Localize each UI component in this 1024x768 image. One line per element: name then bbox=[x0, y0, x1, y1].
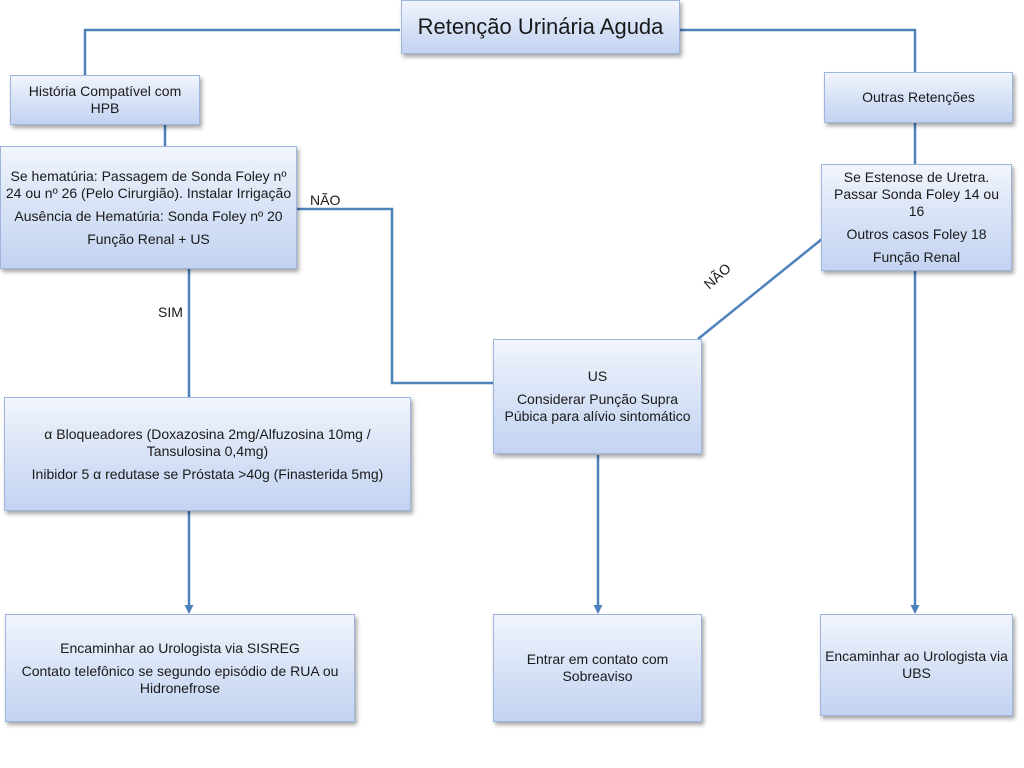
node-hpb-history: História Compatível com HPB bbox=[10, 75, 200, 125]
treatment-line1: α Bloqueadores (Doxazosina 2mg/Alfuzosin… bbox=[44, 425, 371, 459]
refer-sisreg-line2: Contato telefônico se segundo episódio d… bbox=[21, 662, 339, 696]
catheter-hpb-line2: Ausência de Hematúria: Sonda Foley nº 20 bbox=[14, 207, 283, 224]
connector-nao-left bbox=[297, 207, 493, 385]
diagram-title: Retenção Urinária Aguda bbox=[417, 14, 664, 39]
connector-title-to-left bbox=[83, 28, 400, 75]
node-other-retentions: Outras Retenções bbox=[824, 72, 1013, 123]
node-catheter-other: Se Estenose de Uretra. Passar Sonda Fole… bbox=[821, 164, 1012, 271]
node-treatment: α Bloqueadores (Doxazosina 2mg/Alfuzosin… bbox=[4, 397, 411, 511]
node-hpb-history-text: História Compatível com HPB bbox=[28, 83, 182, 116]
refer-sisreg-line1: Encaminhar ao Urologista via SISREG bbox=[60, 639, 300, 656]
node-refer-ubs: Encaminhar ao Urologista via UBS bbox=[820, 614, 1013, 716]
connector-nao-right bbox=[697, 238, 823, 340]
node-us-puncture: US Considerar Punção Supra Púbica para a… bbox=[493, 339, 702, 454]
node-catheter-hpb: Se hematúria: Passagem de Sonda Foley nº… bbox=[0, 146, 297, 269]
treatment-line2: Inibidor 5 α redutase se Próstata >40g (… bbox=[31, 465, 384, 482]
catheter-hpb-line3: Função Renal + US bbox=[87, 230, 210, 247]
node-other-retentions-text: Outras Retenções bbox=[862, 89, 975, 105]
catheter-other-line3: Função Renal bbox=[872, 249, 961, 265]
refer-ubs-text: Encaminhar ao Urologista via UBS bbox=[825, 648, 1008, 681]
label-sim: SIM bbox=[158, 304, 183, 320]
us-line2: Considerar Punção Supra Púbica para alív… bbox=[504, 391, 691, 424]
catheter-other-line2: Outros casos Foley 18 bbox=[846, 226, 987, 242]
title-box: Retenção Urinária Aguda bbox=[401, 0, 680, 54]
contact-sobreaviso-text: Entrar em contato com Sobreaviso bbox=[526, 651, 669, 684]
node-refer-sisreg: Encaminhar ao Urologista via SISREG Cont… bbox=[5, 614, 355, 722]
label-nao-left: NÃO bbox=[310, 192, 341, 208]
catheter-hpb-line1: Se hematúria: Passagem de Sonda Foley nº… bbox=[5, 167, 292, 201]
us-line1: US bbox=[587, 368, 608, 384]
node-contact-sobreaviso: Entrar em contato com Sobreaviso bbox=[493, 614, 702, 722]
connector-title-to-right bbox=[680, 28, 917, 72]
catheter-other-line1: Se Estenose de Uretra. Passar Sonda Fole… bbox=[834, 169, 999, 219]
